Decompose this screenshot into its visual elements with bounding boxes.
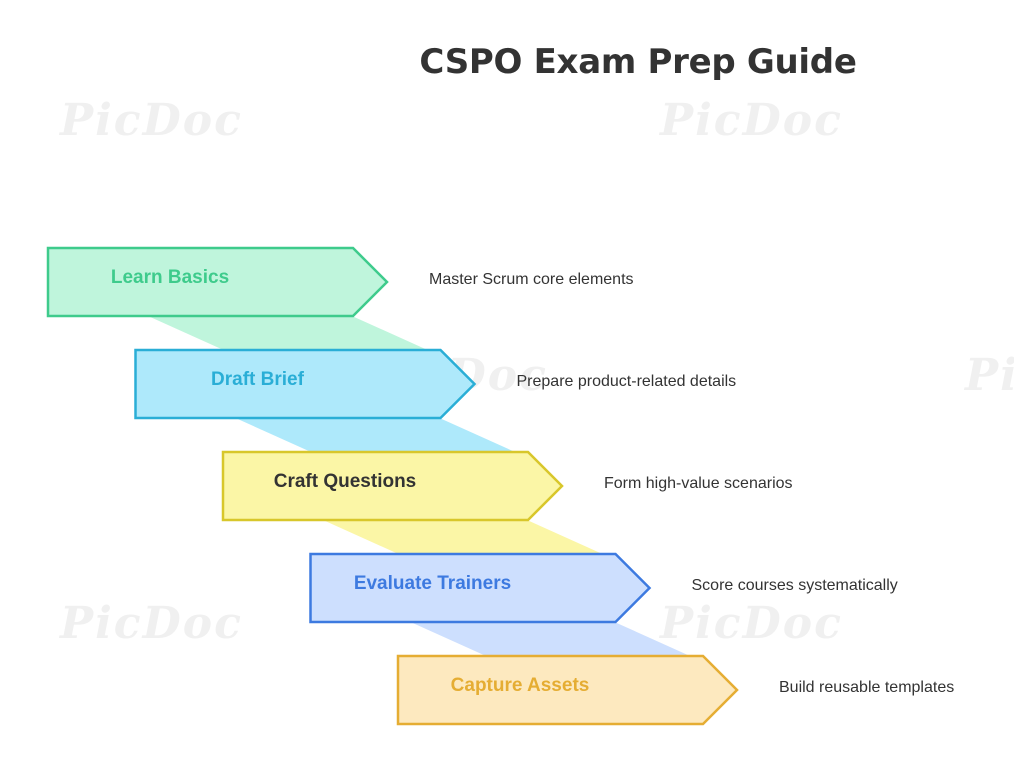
step-arrow: [396, 654, 739, 726]
step-description: Prepare product-related details: [517, 373, 737, 390]
watermark-right-edge: PicDoc: [965, 350, 1014, 401]
step-arrow: [46, 246, 389, 318]
step-description: Form high-value scenarios: [604, 475, 793, 492]
step-connector: [148, 316, 428, 350]
step-label: Evaluate Trainers: [354, 573, 511, 594]
watermark-bottom-left: PicDoc: [60, 598, 243, 649]
step-label: Capture Assets: [451, 675, 590, 696]
watermark-top-left: PicDoc: [60, 95, 243, 146]
step-arrow: [134, 348, 477, 420]
step-description: Score courses systematically: [692, 577, 898, 594]
step-connector: [410, 622, 690, 656]
step-connector: [235, 418, 515, 452]
watermark-top-right: PicDoc: [660, 95, 843, 146]
step-label: Draft Brief: [211, 369, 305, 390]
step-arrow: [221, 450, 564, 522]
step-description: Build reusable templates: [779, 679, 954, 696]
step-arrow: [309, 552, 652, 624]
step-description: Master Scrum core elements: [429, 271, 634, 288]
diagram-title: CSPO Exam Prep Guide: [419, 42, 857, 82]
watermark-bottom-right: PicDoc: [660, 598, 843, 649]
step-label: Learn Basics: [111, 267, 229, 288]
step-label: Craft Questions: [274, 471, 417, 492]
step-connector: [323, 520, 603, 554]
